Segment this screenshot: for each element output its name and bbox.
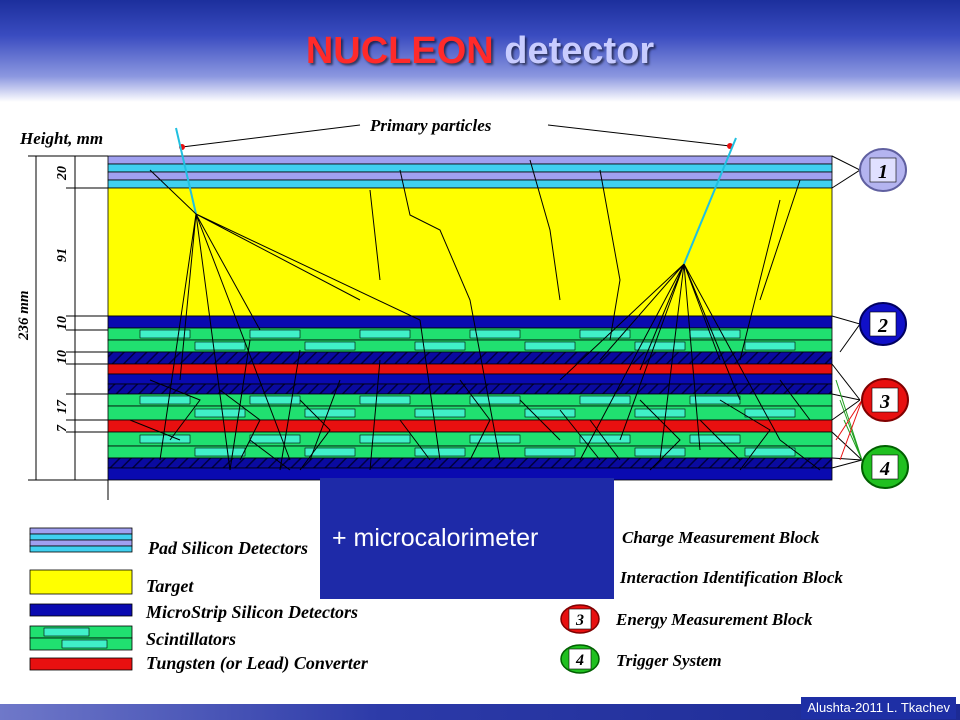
legend-swatch-tungsten	[29, 657, 133, 671]
microcalorimeter-overlay: + microcalorimeter	[320, 478, 614, 599]
legend-swatch-scintillator	[29, 625, 133, 651]
svg-text:2: 2	[877, 315, 888, 337]
height-10a: 10	[55, 316, 70, 330]
legend-label-microstrip: MicroStrip Silicon Detectors	[145, 602, 358, 622]
total-height-label: 236 mm	[16, 290, 32, 341]
block-legend-label-3: Energy Measurement Block	[615, 610, 813, 629]
height-10b: 10	[55, 350, 70, 364]
particle-tracks	[129, 127, 821, 471]
block-legend-marker-3: 3	[560, 604, 600, 634]
block-marker-1: 1	[859, 148, 907, 192]
legend-label-scintillator: Scintillators	[146, 629, 236, 649]
overlay-text: + microcalorimeter	[332, 524, 539, 552]
title-bar	[0, 0, 960, 102]
legend-swatch-pad-silicon	[29, 527, 133, 553]
block-legend-marker-4: 4	[560, 644, 600, 674]
block-legend-label-1: Charge Measurement Block	[622, 528, 820, 547]
block-legend-label-4: Trigger System	[616, 651, 722, 670]
primary-leader-left	[181, 124, 361, 148]
legend-label-tungsten: Tungsten (or Lead) Converter	[146, 653, 369, 674]
height-axis-label: Height, mm	[19, 129, 103, 148]
svg-text:3: 3	[575, 612, 584, 629]
height-20: 20	[55, 166, 70, 181]
legend-swatch-target	[29, 569, 133, 595]
legend-label-pad-silicon: Pad Silicon Detectors	[147, 538, 308, 558]
detector-stack	[107, 155, 833, 481]
svg-text:1: 1	[878, 161, 888, 183]
height-17: 17	[55, 399, 70, 414]
block-marker-4: 4	[861, 445, 909, 489]
legend-swatch-microstrip	[29, 603, 133, 617]
primary-particles-label: Primary particles	[369, 116, 492, 135]
height-axis	[28, 155, 109, 500]
svg-text:4: 4	[879, 458, 890, 480]
height-7: 7	[55, 424, 70, 432]
footer-bar	[0, 704, 960, 720]
block-legend-label-2: Interaction Identification Block	[619, 568, 843, 587]
legend-label-target: Target	[146, 576, 194, 596]
callout-lines	[831, 155, 863, 469]
primary-leader-right	[547, 124, 731, 147]
block-marker-3: 3	[861, 378, 909, 422]
title-detector: detector	[504, 30, 655, 72]
title-nucleon: NUCLEON	[305, 30, 494, 72]
svg-text:3: 3	[879, 391, 890, 413]
slide-title: NUCLEON detector	[0, 30, 960, 73]
footer-credit: Alushta-2011 L. Tkachev	[801, 697, 956, 719]
block-marker-2: 2	[859, 302, 907, 346]
svg-text:4: 4	[575, 652, 584, 669]
height-91: 91	[55, 248, 70, 262]
